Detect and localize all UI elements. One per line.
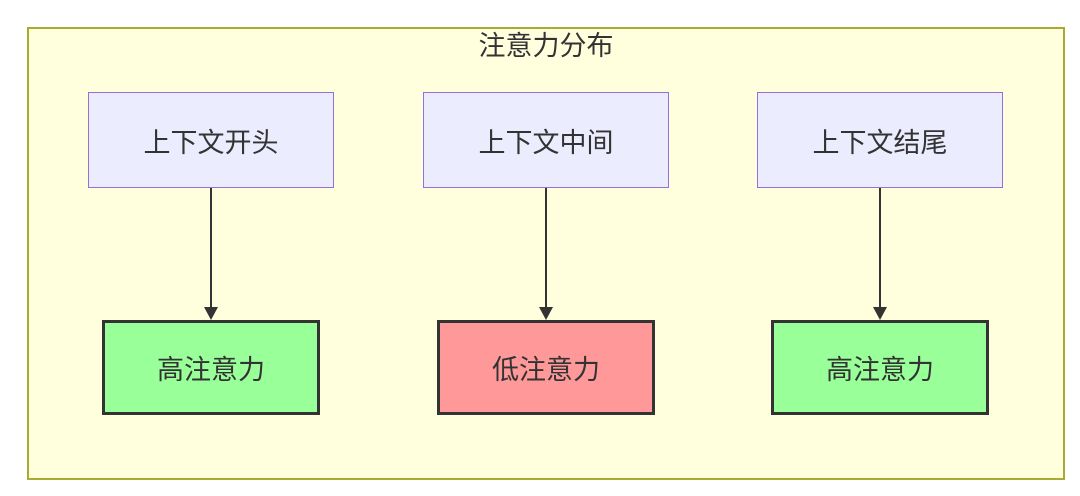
arrow-connector — [203, 188, 219, 320]
node-low-attention: 低注意力 — [437, 320, 655, 415]
flow-column-middle: 上下文中间 低注意力 — [423, 92, 669, 415]
node-high-attention-left: 高注意力 — [102, 320, 320, 415]
arrow-line — [879, 188, 881, 307]
arrow-down-head-icon — [204, 307, 218, 320]
cluster-title: 注意力分布 — [478, 31, 614, 61]
arrow-line — [210, 188, 212, 307]
node-context-middle: 上下文中间 — [423, 92, 669, 188]
flow-column-end: 上下文结尾 高注意力 — [757, 92, 1003, 415]
arrow-connector — [538, 188, 554, 320]
node-context-start: 上下文开头 — [88, 92, 334, 188]
flow-column-start: 上下文开头 高注意力 — [88, 92, 334, 415]
arrow-connector — [872, 188, 888, 320]
node-context-end: 上下文结尾 — [757, 92, 1003, 188]
node-high-attention-right: 高注意力 — [771, 320, 989, 415]
arrow-down-head-icon — [873, 307, 887, 320]
arrow-line — [545, 188, 547, 307]
arrow-down-head-icon — [539, 307, 553, 320]
